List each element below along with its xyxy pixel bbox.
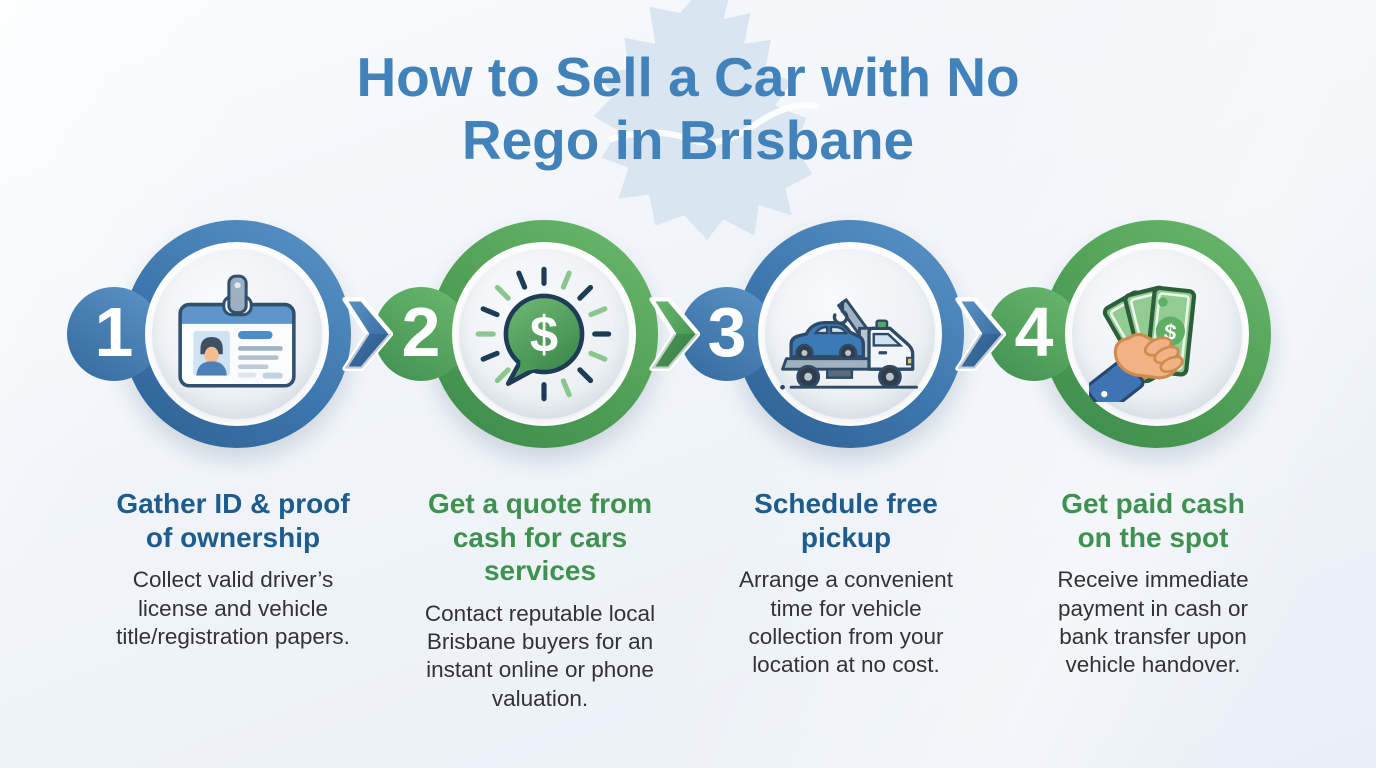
step-1-title: Gather ID & proof of ownership bbox=[116, 488, 350, 553]
arrow-step3-to-step4-icon bbox=[955, 297, 1006, 371]
arrow-step1-to-step2-icon bbox=[342, 297, 393, 371]
svg-text:$: $ bbox=[530, 305, 558, 362]
step-4-graphic: 4 $ bbox=[987, 220, 1271, 448]
step-3-graphic: 3 bbox=[680, 220, 964, 448]
step-4-text: Get paid cash on the spot Receive immedi… bbox=[1003, 487, 1303, 680]
step-3-number: 3 bbox=[707, 293, 747, 371]
step-2-text: Get a quote from cash for cars services … bbox=[390, 487, 690, 713]
step-3-title: Schedule free pickup bbox=[754, 488, 938, 553]
step-4-number: 4 bbox=[1014, 293, 1054, 371]
step-1-text: Gather ID & proof of ownership Collect v… bbox=[83, 487, 383, 651]
step-1-number: 1 bbox=[94, 293, 134, 371]
step-1-graphic: 1 bbox=[67, 220, 351, 448]
step-2-description: Contact reputable local Brisbane buyers … bbox=[424, 600, 656, 711]
step-3-text: Schedule free pickup Arrange a convenien… bbox=[696, 487, 996, 680]
page-title: How to Sell a Car with No Rego in Brisba… bbox=[356, 46, 1020, 172]
id-card-icon bbox=[178, 274, 296, 388]
cash-in-hand-icon: $ bbox=[1089, 285, 1197, 402]
step-2-number: 2 bbox=[401, 293, 441, 371]
step-1-description: Collect valid driver’s license and vehic… bbox=[116, 567, 350, 649]
tow-truck-icon bbox=[780, 298, 918, 390]
step-3-description: Arrange a convenient time for vehicle co… bbox=[739, 567, 953, 678]
step-4-description: Receive immediate payment in cash or ban… bbox=[1057, 567, 1249, 678]
brisbane-map-silhouette bbox=[593, 0, 820, 240]
arrow-step2-to-step3-icon bbox=[649, 297, 700, 371]
step-2-title: Get a quote from cash for cars services bbox=[427, 488, 652, 587]
step-4-title: Get paid cash on the spot bbox=[1061, 488, 1245, 553]
dollar-quote-bubble-icon: $ bbox=[475, 266, 612, 402]
step-2-graphic: 2 bbox=[374, 220, 658, 448]
